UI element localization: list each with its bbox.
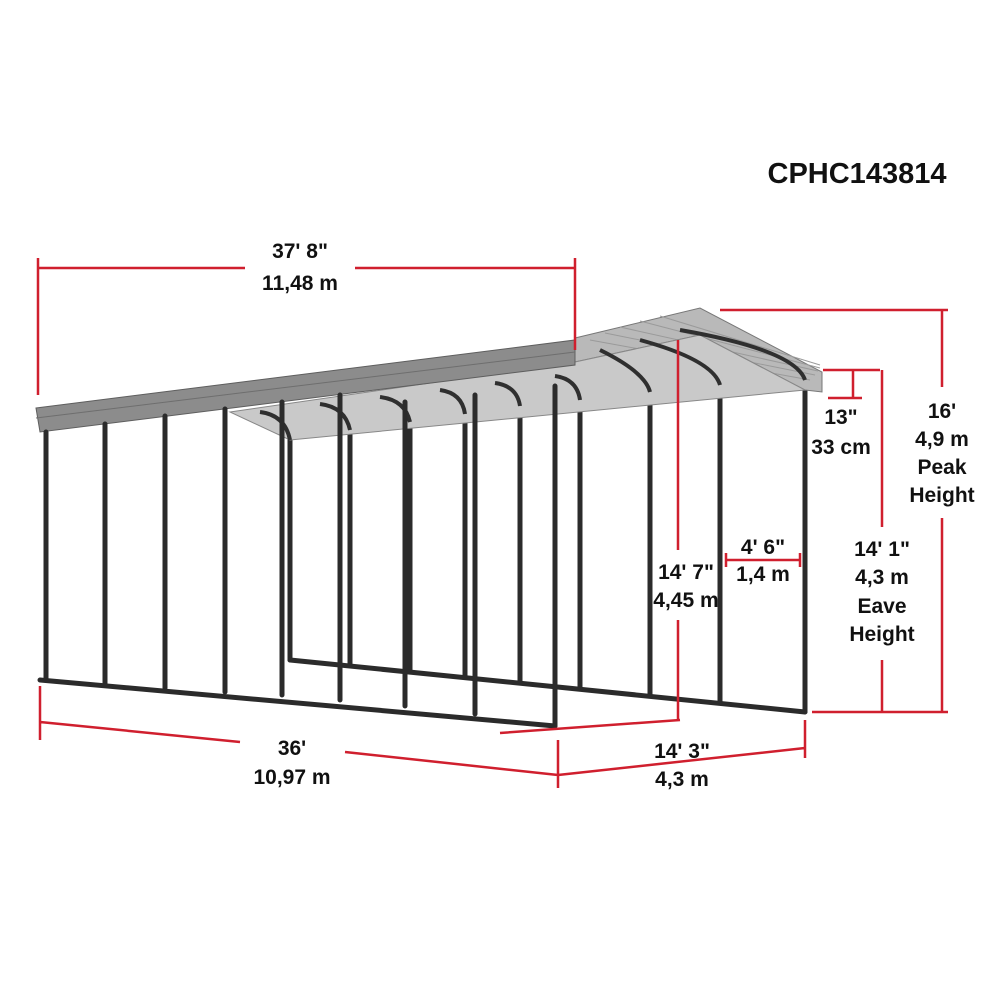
entry-height-dimension: 14' 7" 4,45 m [499, 340, 719, 735]
svg-text:14' 1": 14' 1" [854, 538, 910, 561]
roof-front-panel [35, 339, 576, 433]
svg-text:13": 13" [824, 406, 857, 429]
svg-text:14' 3": 14' 3" [654, 740, 710, 763]
overhang-dimension: 13" 33 cm [811, 368, 880, 459]
svg-text:4,3 m: 4,3 m [855, 566, 909, 589]
post-spacing-dimension: 4' 6" 1,4 m [724, 536, 802, 586]
svg-text:37' 8": 37' 8" [272, 240, 328, 263]
svg-text:10,97 m: 10,97 m [253, 766, 330, 789]
svg-text:4,45 m: 4,45 m [653, 589, 718, 612]
svg-text:Height: Height [849, 623, 914, 646]
svg-text:36': 36' [278, 737, 306, 760]
svg-text:16': 16' [928, 400, 956, 423]
back-posts [287, 365, 808, 715]
roof-length-dimension: 37' 8" 11,48 m [36, 240, 577, 395]
svg-text:Height: Height [909, 484, 974, 507]
peak-height-dimension: 16' 4,9 m Peak Height [720, 308, 975, 712]
svg-text:Eave: Eave [857, 595, 906, 618]
svg-text:4,9 m: 4,9 m [915, 428, 969, 451]
eave-height-dimension: 14' 1" 4,3 m Eave Height [812, 370, 948, 714]
svg-text:33 cm: 33 cm [811, 436, 871, 459]
svg-text:1,4 m: 1,4 m [736, 563, 790, 586]
carport-illustration [35, 307, 823, 729]
svg-text:Peak: Peak [917, 456, 966, 479]
svg-text:14' 7": 14' 7" [658, 561, 714, 584]
base-length-dimension: 36' 10,97 m [38, 686, 560, 789]
svg-text:4,3 m: 4,3 m [655, 768, 709, 791]
width-dimension: 14' 3" 4,3 m [557, 720, 807, 791]
svg-text:4' 6": 4' 6" [741, 536, 785, 559]
front-posts [37, 383, 558, 729]
model-number: CPHC143814 [768, 158, 947, 190]
svg-text:11,48 m: 11,48 m [262, 272, 338, 295]
